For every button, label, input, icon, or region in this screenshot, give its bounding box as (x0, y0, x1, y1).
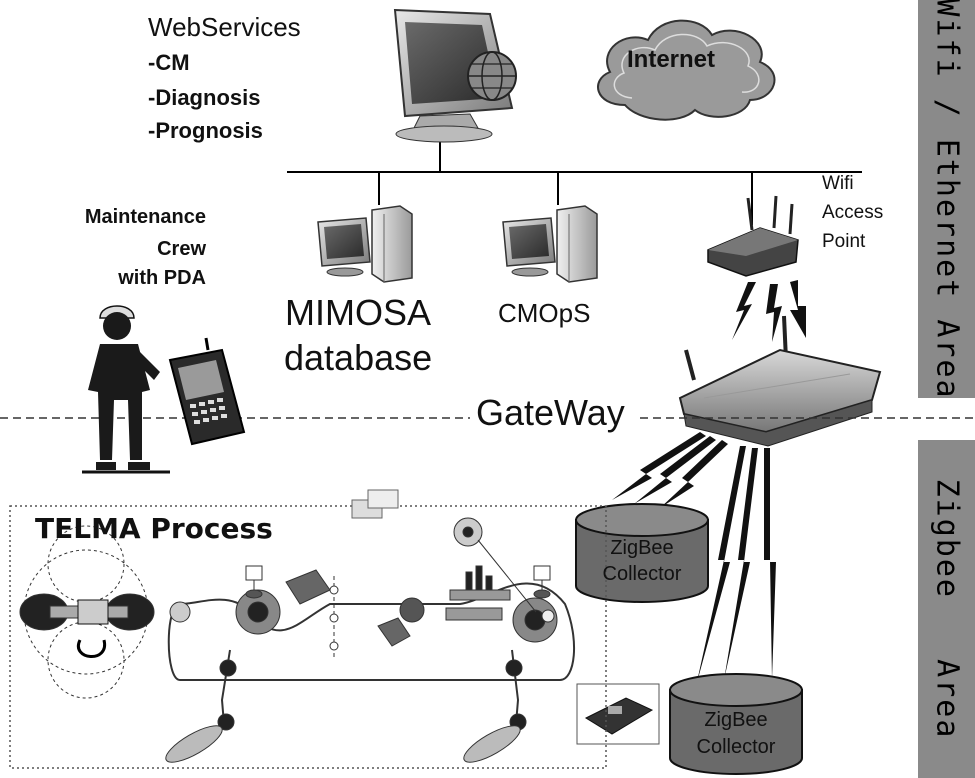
telma-process-label: TELMA Process (35, 512, 273, 545)
mimosa-computer-icon (317, 205, 413, 283)
telma-cards-icon (351, 489, 399, 519)
mimosa-label-line2: database (284, 337, 433, 378)
telma-process-schematic (19, 517, 576, 763)
zigbee-collector-top-icon (575, 503, 709, 603)
zigbee-collector-bottom-icon (669, 673, 803, 775)
wifi-ethernet-area-label: Wifi / Ethernet Area (929, 0, 964, 400)
wifi-gateway-wireless-links (732, 280, 806, 342)
mimosa-label-line1: MIMOSA (285, 292, 432, 333)
telma-process-frame (9, 505, 607, 769)
collector-top-label-line2: Collector (602, 563, 682, 585)
collector-bottom-label-line1: ZigBee (704, 709, 768, 731)
internet-cloud-icon (597, 19, 776, 121)
webservices-title: WebServices (148, 12, 301, 42)
maintenance-worker-icon (88, 305, 160, 470)
wifi-label-line2: Access (822, 202, 884, 223)
cmops-computer-icon (502, 205, 598, 283)
collector-top-label-line1: ZigBee (610, 537, 674, 559)
wifi-label-line3: Point (822, 231, 866, 252)
cmops-label: CMOpS (498, 298, 591, 328)
sensor-board-icon (576, 683, 660, 745)
pda-device-icon (168, 337, 246, 446)
wifi-ethernet-area-band: Wifi / Ethernet Area (918, 0, 975, 400)
collector-bottom-label-line2: Collector (696, 736, 776, 758)
wifi-label-line1: Wifi (822, 173, 854, 194)
webservices-item-prognosis: -Prognosis (148, 118, 263, 143)
gateway-collector-wireless-links (612, 432, 776, 686)
zigbee-area-label: Zigbee Area (929, 478, 964, 740)
maintenance-label-line1: Maintenance (84, 206, 206, 228)
maintenance-label-line3: with PDA (118, 267, 206, 289)
webservices-item-diagnosis: -Diagnosis (148, 85, 261, 110)
gateway-router-icon (678, 315, 882, 447)
internet-label: Internet (627, 46, 716, 73)
webservices-item-cm: -CM (148, 50, 190, 75)
gateway-label: GateWay (472, 392, 629, 434)
wifi-access-point-icon (707, 195, 799, 277)
web-server-monitor-icon (393, 8, 517, 143)
zigbee-area-band: Zigbee Area (918, 440, 975, 778)
maintenance-label-line2: Crew (157, 238, 206, 260)
